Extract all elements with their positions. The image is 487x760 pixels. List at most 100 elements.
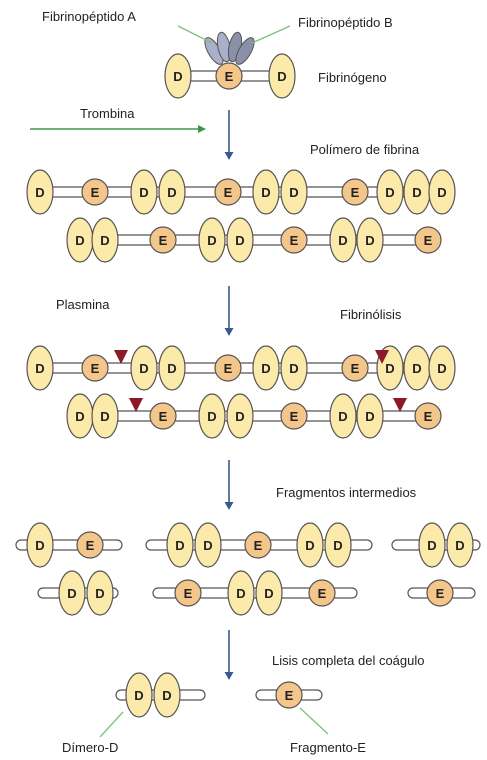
label-fibrinopeptide-b: Fibrinopéptido B xyxy=(298,15,393,30)
d-domain-label: D xyxy=(75,233,84,248)
label-fibrinopeptide-a: Fibrinopéptido A xyxy=(42,9,136,24)
e-domain xyxy=(341,178,369,206)
leader-d-dimer xyxy=(99,711,124,738)
d-domain-label: D xyxy=(289,361,298,376)
e-domain-label: E xyxy=(86,538,95,553)
d-domain-label: D xyxy=(333,538,342,553)
e-domain-label: E xyxy=(159,409,168,424)
label-plasmin: Plasmina xyxy=(56,297,110,312)
d-domain xyxy=(280,345,308,391)
plasmin-marker xyxy=(393,398,407,412)
e-domain xyxy=(81,178,109,206)
d-domain xyxy=(376,169,404,215)
d-domain-label: D xyxy=(437,185,446,200)
e-domain xyxy=(244,531,272,559)
process-arrow-1-head xyxy=(224,152,234,160)
plasmin-marker xyxy=(129,398,143,412)
d-domain-label: D xyxy=(264,586,273,601)
e-domain xyxy=(149,402,177,430)
e-domain-label: E xyxy=(436,586,445,601)
label-d-dimer: Dímero-D xyxy=(62,740,118,755)
e-domain-label: E xyxy=(224,361,233,376)
e-domain-label: E xyxy=(91,361,100,376)
d-domain xyxy=(428,345,456,391)
e-domain-label: E xyxy=(91,185,100,200)
d-domain xyxy=(26,345,54,391)
d-domain xyxy=(86,570,114,616)
e-domain xyxy=(426,579,454,607)
d-domain xyxy=(91,393,119,439)
d-domain xyxy=(329,217,357,263)
d-domain xyxy=(428,169,456,215)
e-domain-label: E xyxy=(285,688,294,703)
d-domain-label: D xyxy=(67,586,76,601)
label-fibrin-polymer: Polímero de fibrina xyxy=(310,142,420,157)
d-domain-label: D xyxy=(365,409,374,424)
d-domain xyxy=(125,672,153,718)
d-domain xyxy=(158,345,186,391)
d-domain-label: D xyxy=(173,69,182,84)
d-domain xyxy=(329,393,357,439)
plasmin-marker xyxy=(375,350,389,364)
e-domain xyxy=(174,579,202,607)
d-domain-label: D xyxy=(207,409,216,424)
d-domain xyxy=(418,522,446,568)
fragment-rod xyxy=(152,587,358,599)
e-domain-label: E xyxy=(351,361,360,376)
d-domain-label: D xyxy=(35,538,44,553)
d-domain-label: D xyxy=(427,538,436,553)
d-domain xyxy=(26,522,54,568)
d-domain-label: D xyxy=(338,409,347,424)
e-domain xyxy=(81,354,109,382)
d-domain-label: D xyxy=(175,538,184,553)
d-domain-label: D xyxy=(75,409,84,424)
d-domain-label: D xyxy=(95,586,104,601)
d-domain-label: D xyxy=(203,538,212,553)
e-domain-label: E xyxy=(159,233,168,248)
d-domain-label: D xyxy=(455,538,464,553)
e-domain xyxy=(341,354,369,382)
process-arrow-4-head xyxy=(224,672,234,680)
d-domain-label: D xyxy=(235,409,244,424)
d-domain-label: D xyxy=(167,185,176,200)
d-domain xyxy=(198,217,226,263)
thrombin-arrow-head xyxy=(198,125,206,133)
d-domain xyxy=(252,345,280,391)
d-domain xyxy=(446,522,474,568)
d-domain-label: D xyxy=(100,409,109,424)
d-domain-label: D xyxy=(167,361,176,376)
label-fibrinogen: Fibrinógeno xyxy=(318,70,387,85)
e-domain-label: E xyxy=(290,409,299,424)
d-domain xyxy=(26,169,54,215)
e-domain xyxy=(76,531,104,559)
e-domain xyxy=(149,226,177,254)
label-e-fragment: Fragmento-E xyxy=(290,740,366,755)
e-domain-label: E xyxy=(290,233,299,248)
d-domain-label: D xyxy=(437,361,446,376)
d-domain xyxy=(268,53,296,99)
leader-fibrinopeptide-a xyxy=(177,25,213,44)
d-domain-label: D xyxy=(305,538,314,553)
d-domain-label: D xyxy=(412,185,421,200)
d-domain xyxy=(356,393,384,439)
e-domain-label: E xyxy=(224,185,233,200)
e-domain-label: E xyxy=(254,538,263,553)
d-domain xyxy=(153,672,181,718)
d-domain xyxy=(280,169,308,215)
e-domain xyxy=(214,178,242,206)
label-intermediate-fragments: Fragmentos intermedios xyxy=(276,485,417,500)
d-domain-label: D xyxy=(35,361,44,376)
e-domain-label: E xyxy=(318,586,327,601)
d-domain xyxy=(166,522,194,568)
process-arrow-3-head xyxy=(224,502,234,510)
d-domain xyxy=(324,522,352,568)
e-domain-label: E xyxy=(351,185,360,200)
d-domain xyxy=(296,522,324,568)
d-domain-label: D xyxy=(134,688,143,703)
e-domain xyxy=(280,226,308,254)
label-layer: Fibrinopéptido A Fibrinopéptido B Fibrin… xyxy=(42,9,424,755)
d-domain xyxy=(356,217,384,263)
d-domain-label: D xyxy=(100,233,109,248)
